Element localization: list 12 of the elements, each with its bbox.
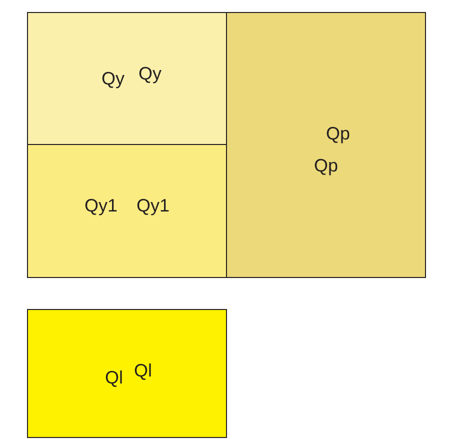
- area-label: Ql: [134, 360, 152, 382]
- area-label: Qy: [102, 68, 124, 90]
- area-label: Qy1: [136, 196, 170, 216]
- area-label: Ql: [105, 368, 123, 388]
- area-label: Qp: [314, 156, 338, 176]
- area-box: [27, 12, 227, 145]
- area-label: Qy1: [84, 196, 118, 216]
- area-label: Qp: [326, 124, 350, 144]
- area-box: [27, 309, 227, 438]
- area-box: [226, 12, 426, 278]
- area-label: Qy: [138, 64, 162, 84]
- area-box: [27, 144, 227, 278]
